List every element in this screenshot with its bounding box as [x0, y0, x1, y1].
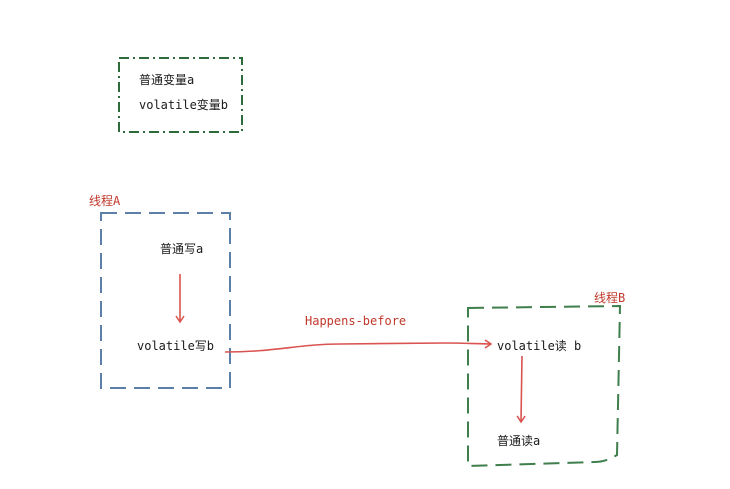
- happens-before-label: Happens-before: [305, 314, 407, 328]
- thread-a-box: [100, 212, 231, 389]
- legend-normal-variable-label: 普通变量a: [139, 73, 195, 87]
- thread-b-box: [467, 304, 622, 468]
- thread-a-normal-write-label: 普通写a: [160, 242, 204, 256]
- thread-a-title: 线程A: [89, 194, 121, 208]
- legend-volatile-variable-label: volatile变量b: [139, 98, 229, 112]
- legend-box: [118, 57, 243, 133]
- thread-b-normal-read-label: 普通读a: [497, 434, 541, 448]
- thread-a-volatile-write-label: volatile写b: [137, 339, 215, 353]
- happens-before-arrow: [224, 339, 493, 353]
- thread-b-order-arrow: [516, 355, 526, 424]
- thread-b-title: 线程B: [594, 291, 626, 305]
- thread-b-volatile-read-label: volatile读 b: [497, 339, 582, 353]
